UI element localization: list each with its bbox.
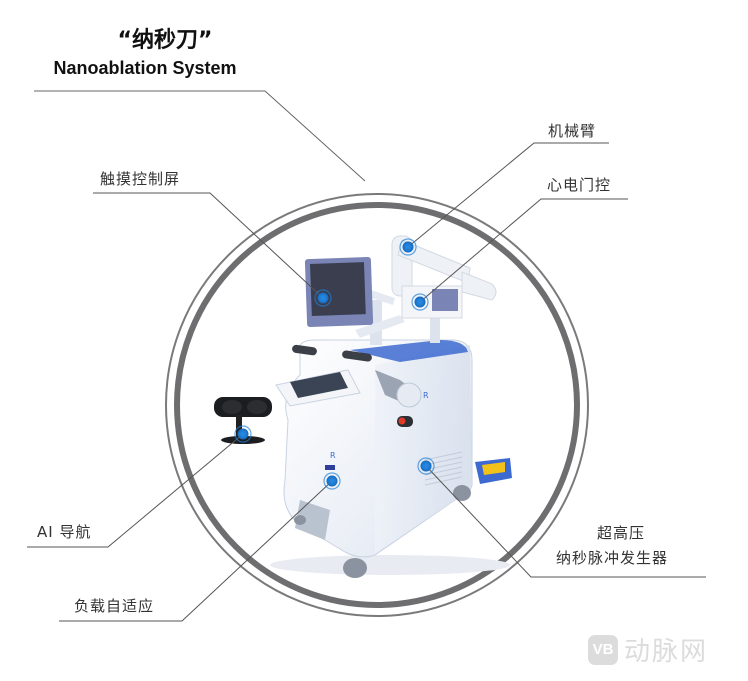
- frame-rings: [165, 193, 589, 617]
- ai-navigation-camera: [214, 397, 272, 444]
- svg-text:R: R: [330, 451, 336, 460]
- label-robotic-arm: 机械臂: [548, 122, 597, 140]
- foot-pedal: [475, 458, 512, 484]
- label-load-adaptive: 负载自适应: [74, 597, 155, 615]
- device-illustration: R R: [214, 235, 512, 578]
- marker-ai-navigation[interactable]: [234, 425, 252, 443]
- label-touch-screen: 触摸控制屏: [100, 170, 181, 188]
- marker-pulse-generator[interactable]: [417, 457, 435, 475]
- touch-screen-monitor: [304, 256, 374, 328]
- marker-touch-screen[interactable]: [314, 289, 332, 307]
- watermark-text: 动脉网: [624, 637, 709, 667]
- marker-ecg-gating[interactable]: [411, 293, 429, 311]
- label-pulse-generator-line2: 纳秒脉冲发生器: [556, 549, 669, 567]
- title-leader-line: [34, 90, 366, 182]
- title-chinese: “纳秒刀”: [117, 28, 213, 53]
- watermark-logo-icon: VB: [588, 634, 618, 665]
- label-pulse-generator-line1: 超高压: [597, 524, 646, 542]
- label-ai-navigation: AI 导航: [37, 523, 92, 541]
- callout-lines: [27, 142, 706, 622]
- svg-text:R: R: [423, 391, 429, 400]
- title-english: Nanoablation System: [53, 58, 237, 78]
- marker-load-adaptive[interactable]: [323, 472, 341, 490]
- marker-robotic-arm[interactable]: [399, 238, 417, 256]
- label-ecg-gating: 心电门控: [547, 176, 612, 194]
- watermark: VB 动脉网: [588, 631, 708, 668]
